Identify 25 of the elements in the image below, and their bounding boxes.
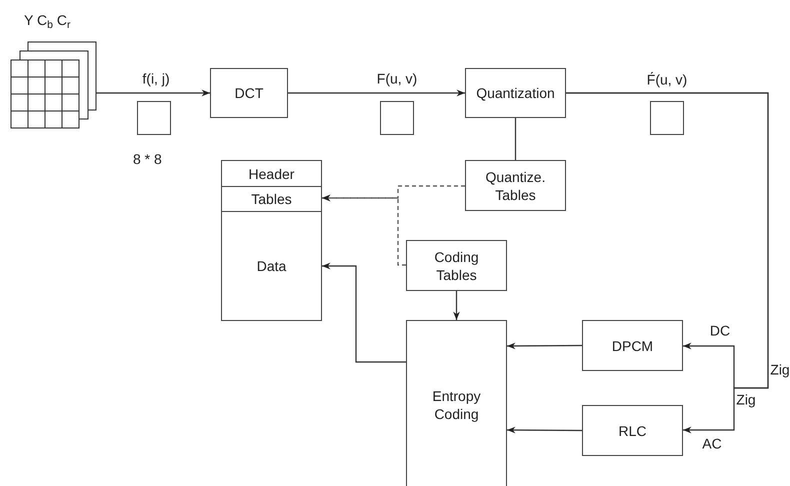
dashed-arrow bbox=[322, 194, 406, 266]
arrow bbox=[507, 342, 582, 350]
block-square bbox=[137, 101, 171, 135]
process-box: Header bbox=[221, 160, 322, 187]
process-box: DCT bbox=[210, 68, 288, 118]
block-square bbox=[650, 101, 684, 135]
arrow bbox=[453, 291, 460, 320]
process-box: Quantize. Tables bbox=[465, 160, 566, 211]
signal-label: Zig bbox=[770, 360, 790, 380]
block-size-label: 8 * 8 bbox=[133, 150, 162, 169]
process-box: RLC bbox=[582, 405, 683, 456]
process-box: Data bbox=[221, 211, 322, 321]
arrow bbox=[288, 90, 465, 96]
process-box: Quantization bbox=[465, 68, 566, 118]
signal-label: Zig bbox=[736, 390, 756, 410]
process-box: Entropy Coding bbox=[406, 320, 507, 486]
process-box: DPCM bbox=[582, 320, 683, 371]
block-square bbox=[380, 101, 414, 135]
arrow bbox=[322, 262, 406, 363]
channel-label: Y C$_{b}$ C$_{r}$ bbox=[24, 11, 70, 31]
signal-label: F́(u, v) bbox=[646, 70, 688, 90]
arrow bbox=[96, 90, 210, 96]
arrow bbox=[507, 426, 582, 434]
process-box: Coding Tables bbox=[406, 240, 507, 291]
process-box: Tables bbox=[221, 186, 322, 212]
